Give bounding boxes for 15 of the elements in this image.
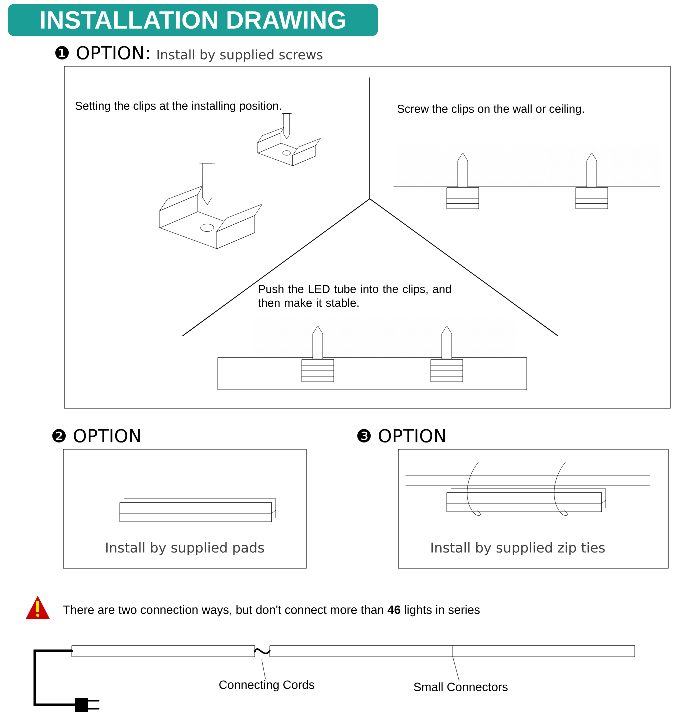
step-text: Setting the clips at the installing position.: [76, 102, 282, 112]
warning-text: There are two connection ways, but don't connect more than 46 lights in series: [63, 605, 480, 617]
step-text: Screw the clips on the wall or ceiling.: [398, 104, 584, 116]
title-banner: INSTALLATION DRAWING: [8, 4, 378, 36]
option-panel: ❸ OPTION Install by supplied zip ties: [358, 429, 669, 569]
node-label: ❶ OPTION:: [56, 46, 149, 60]
node-label: Install by supplied screws: [158, 50, 323, 62]
step-text: Push the LED tube into the clips, and then make it stable.: [258, 284, 452, 308]
option-panel: ❷ OPTION Install by supplied pads: [52, 429, 307, 569]
node-label: ❸ OPTION: [358, 429, 446, 443]
leader-line: [262, 660, 266, 680]
leader-line: [452, 656, 460, 682]
callout-label: Small Connectors: [414, 682, 508, 692]
callout-label: Connecting Cords: [220, 680, 315, 692]
node-label: ❷ OPTION: [52, 429, 140, 443]
